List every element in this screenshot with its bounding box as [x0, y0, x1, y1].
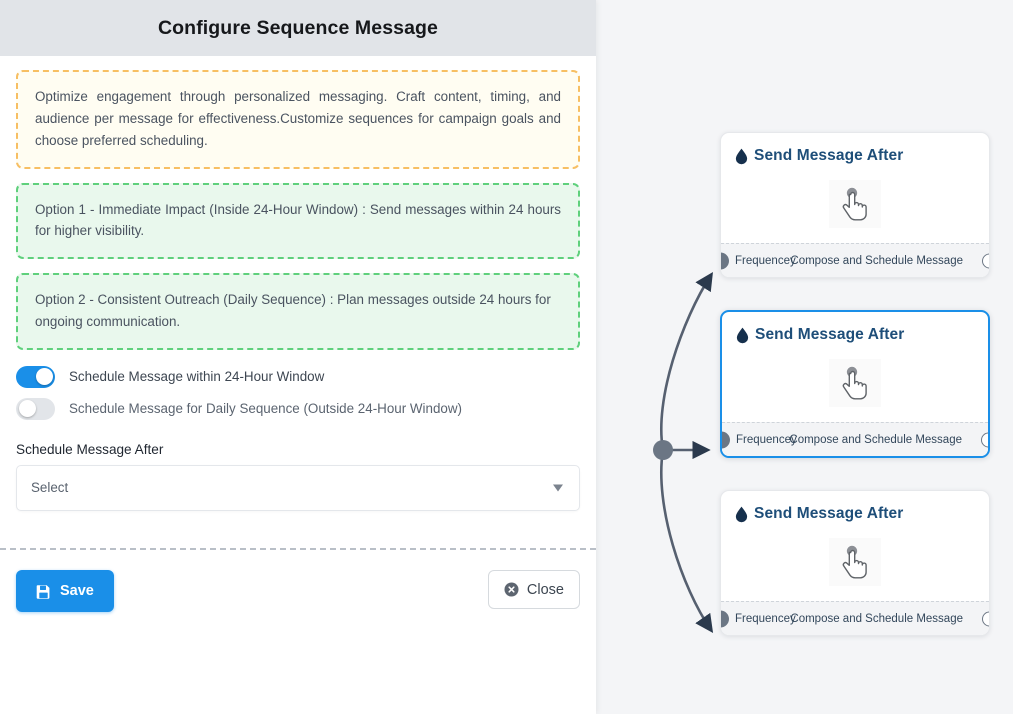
- water-drop-icon: [736, 327, 749, 343]
- node-2-title: Send Message After: [755, 326, 905, 343]
- close-button-label: Close: [526, 581, 564, 598]
- modal-body: Optimize engagement through personalized…: [0, 56, 596, 511]
- node-2-foot-left: Frequencey: [736, 433, 797, 446]
- toggle-knob: [18, 400, 36, 418]
- node-2-hand-box: [829, 359, 881, 407]
- node-1-foot-right: Compose and Schedule Message: [790, 254, 963, 267]
- node-3-body: [721, 523, 989, 601]
- node-1-title: Send Message After: [754, 147, 904, 164]
- node-2-foot-right: Compose and Schedule Message: [789, 433, 962, 446]
- modal-header: Configure Sequence Message: [0, 0, 596, 56]
- node-send-message-after-1[interactable]: Send Message After Frequencey Compose an…: [720, 132, 990, 278]
- node-3-foot-right: Compose and Schedule Message: [790, 612, 963, 625]
- toggle-knob: [35, 368, 53, 386]
- toggle-row-daily-sequence[interactable]: Schedule Message for Daily Sequence (Out…: [16, 397, 580, 420]
- node-2-input-port[interactable]: [722, 431, 730, 448]
- node-send-message-after-2[interactable]: Send Message After Frequencey Compose an…: [720, 310, 990, 458]
- configure-sequence-message-modal: Configure Sequence Message Optimize enga…: [0, 0, 596, 714]
- info-callout-option-2: Option 2 - Consistent Outreach (Daily Se…: [16, 273, 580, 350]
- toggle-schedule-within-24h[interactable]: [16, 365, 55, 388]
- info-callout-option-1: Option 1 - Immediate Impact (Inside 24-H…: [16, 182, 580, 260]
- node-2-footer: Frequencey Compose and Schedule Message: [722, 422, 988, 456]
- close-button[interactable]: Close: [487, 570, 580, 609]
- node-3-title-row: Send Message After: [721, 491, 989, 523]
- node-3-output-port[interactable]: [982, 611, 989, 626]
- schedule-message-after-value: Select: [31, 480, 69, 496]
- node-1-title-row: Send Message After: [721, 133, 989, 165]
- node-1-footer: Frequencey Compose and Schedule Message: [721, 243, 989, 277]
- circle-x-icon: [504, 582, 519, 597]
- node-1-hand-box: [829, 180, 881, 228]
- toggle-row-within-24h[interactable]: Schedule Message within 24-Hour Window: [16, 365, 580, 388]
- toggle-label-within-24h: Schedule Message within 24-Hour Window: [69, 369, 325, 385]
- node-3-footer: Frequencey Compose and Schedule Message: [721, 601, 989, 635]
- chevron-down-icon: [553, 484, 563, 492]
- pointing-hand-icon: [842, 366, 867, 400]
- node-3-input-port[interactable]: [721, 610, 729, 627]
- node-1-foot-left: Frequencey: [735, 254, 796, 267]
- node-send-message-after-3[interactable]: Send Message After Frequencey Compose an…: [720, 490, 990, 636]
- node-3-hand-box: [829, 538, 881, 586]
- save-button-label: Save: [60, 583, 94, 599]
- node-2-title-row: Send Message After: [722, 312, 988, 344]
- water-drop-icon: [735, 506, 748, 522]
- schedule-message-after-select[interactable]: Select: [16, 464, 580, 511]
- modal-footer: Save Close: [0, 548, 596, 714]
- node-2-body: [722, 344, 988, 422]
- schedule-message-after-label: Schedule Message After: [16, 441, 164, 457]
- info-callout-description: Optimize engagement through personalized…: [16, 70, 580, 169]
- pointing-hand-icon: [842, 545, 867, 579]
- water-drop-icon: [735, 148, 748, 164]
- node-3-foot-left: Frequencey: [735, 612, 796, 625]
- node-2-output-port[interactable]: [981, 432, 988, 447]
- toggle-label-daily-sequence: Schedule Message for Daily Sequence (Out…: [69, 401, 462, 417]
- node-1-output-port[interactable]: [982, 253, 989, 268]
- footer-divider: [0, 548, 596, 550]
- pointing-hand-icon: [842, 187, 867, 221]
- source-node-output-port[interactable]: [653, 440, 673, 460]
- edge-to-node-3: [660, 449, 714, 633]
- toggle-schedule-daily-sequence[interactable]: [16, 397, 55, 420]
- node-1-body: [721, 165, 989, 243]
- save-button[interactable]: Save: [16, 570, 114, 612]
- node-3-title: Send Message After: [754, 505, 904, 522]
- floppy-disk-icon: [36, 584, 50, 599]
- edge-to-node-1: [660, 271, 713, 451]
- node-1-input-port[interactable]: [721, 252, 729, 269]
- page-title: Configure Sequence Message: [157, 16, 438, 39]
